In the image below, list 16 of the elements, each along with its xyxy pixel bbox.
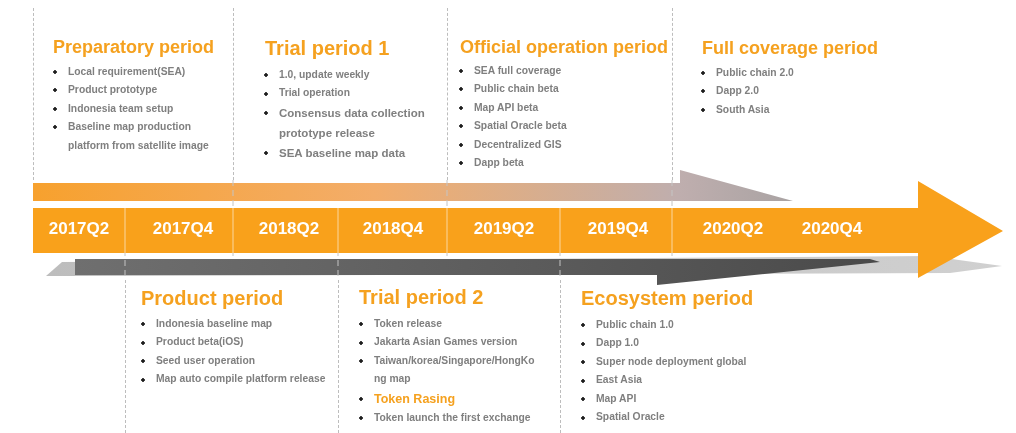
period-heading: Full coverage period [702,37,879,59]
quarter-label: 2019Q4 [587,219,649,239]
period-heading: Preparatory period [53,36,215,58]
quarter-label: 2017Q4 [152,219,214,239]
quarter-label: 2020Q4 [801,219,863,239]
timeline-arrow [33,180,1004,279]
quarter-label: 2020Q2 [702,219,764,239]
period-heading: Trial period 1 [265,36,390,60]
quarter-label: 2018Q4 [362,219,424,239]
period-heading: Trial period 2 [359,285,484,309]
period-heading: Product period [141,286,284,310]
quarter-label: 2017Q2 [48,219,110,239]
period-heading: Official operation period [460,36,669,58]
period-heading: Ecosystem period [581,286,754,310]
quarter-label: 2019Q2 [473,219,535,239]
quarter-label: 2018Q2 [258,219,320,239]
